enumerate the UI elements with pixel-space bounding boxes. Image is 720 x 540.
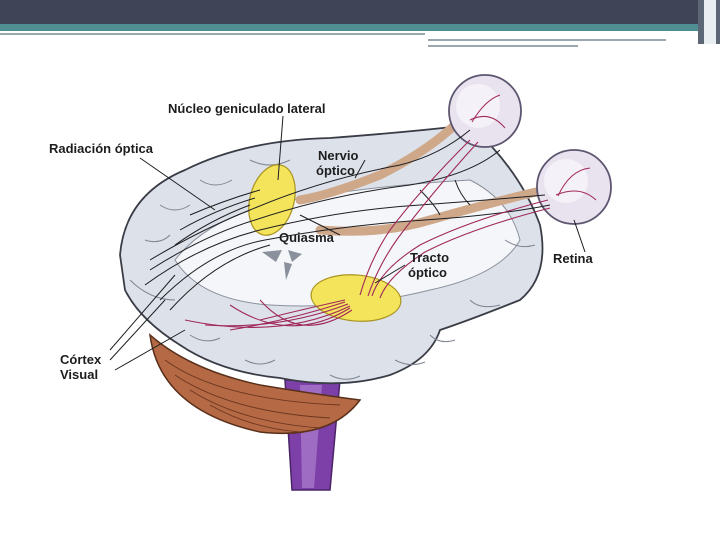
label-optic-radiation: Radiación óptica — [49, 141, 154, 156]
corner-decoration-inner — [704, 0, 716, 44]
label-optic-nerve-1: Nervio — [318, 148, 359, 163]
label-lgn: Núcleo geniculado lateral — [168, 101, 326, 116]
accent-line-short — [428, 45, 578, 47]
lgn-left — [248, 164, 296, 236]
label-optic-tract-2: óptico — [408, 265, 447, 280]
label-chiasm: Quiasma — [279, 230, 335, 245]
eyeball-left-shine — [456, 84, 500, 128]
label-optic-tract-1: Tracto — [410, 250, 449, 265]
label-visual-cortex-2: Visual — [60, 367, 98, 382]
label-retina: Retina — [553, 251, 594, 266]
label-optic-nerve-2: óptico — [316, 163, 355, 178]
slide-header-bar — [0, 0, 720, 24]
brain-gyri — [129, 159, 536, 380]
accent-line-left — [0, 33, 425, 35]
optic-radiation-fibers — [144, 129, 551, 311]
label-visual-cortex-1: Córtex — [60, 352, 102, 367]
slide-accent-band — [0, 24, 720, 31]
ventricle-third — [284, 262, 292, 280]
ventricle-left — [262, 250, 282, 262]
retina-vessels — [469, 94, 597, 201]
accent-line-right — [428, 39, 666, 41]
optic-nerve-left — [295, 115, 465, 205]
cerebellum-folia — [164, 359, 341, 433]
eyeball-right-shine — [544, 159, 588, 203]
ventricle-right — [288, 250, 302, 262]
leader-lines — [109, 115, 586, 371]
cerebellum — [148, 333, 362, 435]
optic-tract-fibers — [184, 139, 551, 331]
